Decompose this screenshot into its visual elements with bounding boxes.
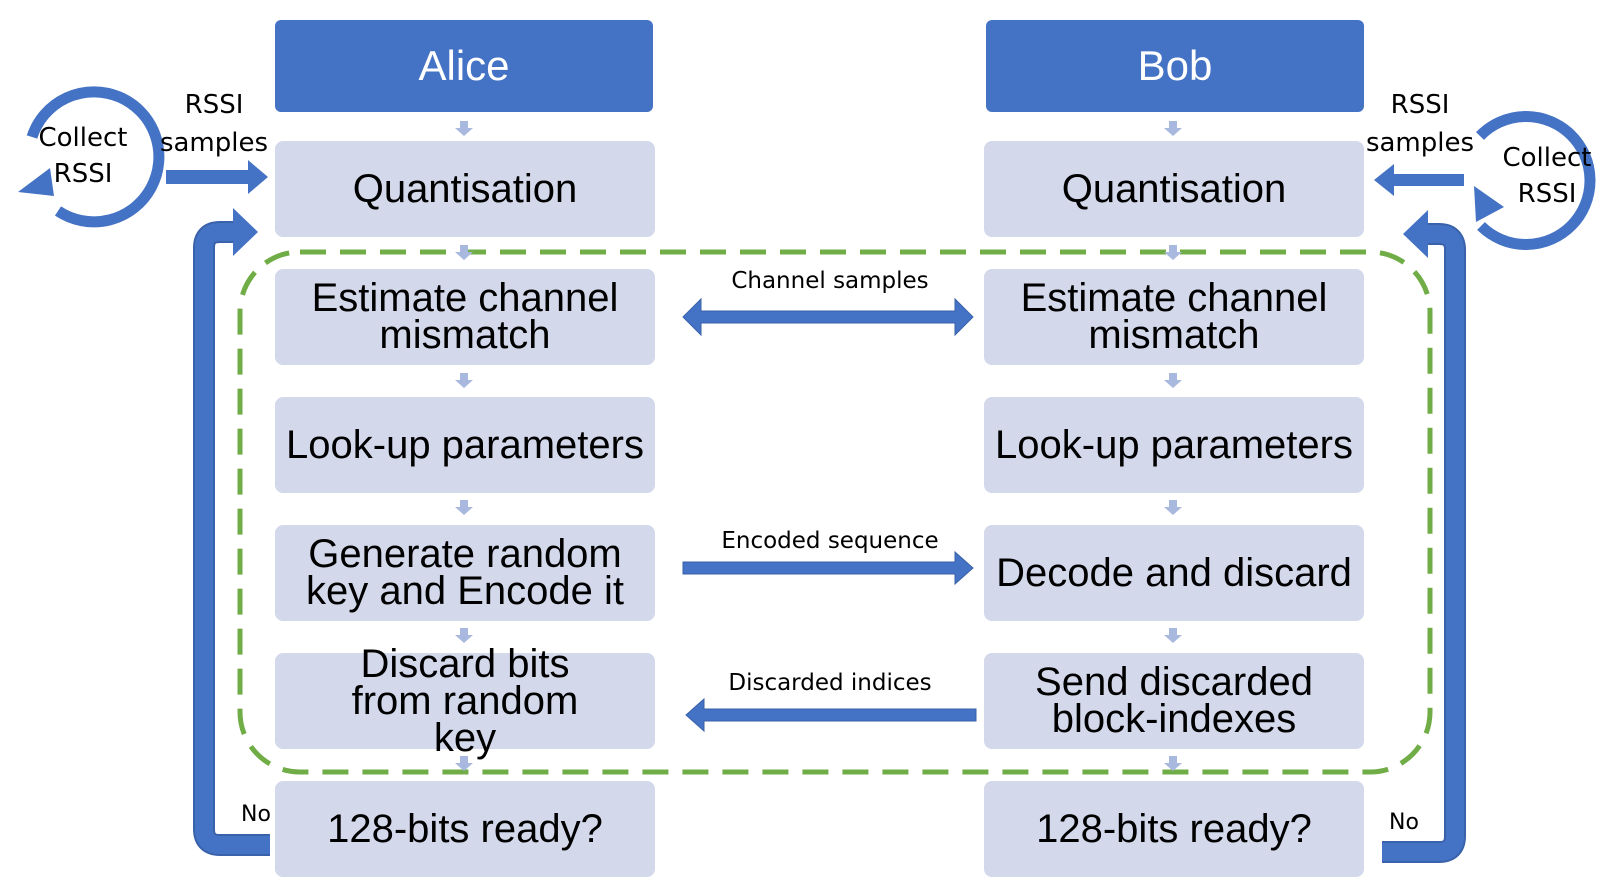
channel-samples-label: Channel samples (731, 268, 929, 294)
discarded-indices-arrow (685, 697, 977, 733)
bob-header: Bob (986, 20, 1364, 112)
alice-step-quantisation: Quantisation (275, 141, 655, 237)
encoded-sequence-label: Encoded sequence (721, 528, 939, 554)
alice-rssi-samples-label: RSSI samples (159, 90, 269, 158)
alice-rssi-arrow (166, 160, 268, 194)
bob-loop-arrow (1382, 210, 1466, 863)
bob-step-estimate-mismatch: Estimate channel mismatch (984, 269, 1364, 365)
bob-connectors (1164, 121, 1182, 771)
bob-rssi-samples-label: RSSI samples (1365, 90, 1475, 158)
alice-connectors (455, 121, 473, 771)
bob-step-decode-discard: Decode and discard (984, 525, 1364, 621)
bob-no-label: No (1389, 810, 1419, 835)
encoded-sequence-arrow (682, 550, 974, 586)
alice-step-discard-bits: Discard bits from random key (275, 644, 655, 758)
discarded-indices-label: Discarded indices (728, 670, 932, 696)
alice-loop-arrow (193, 208, 270, 856)
alice-no-label: No (241, 802, 271, 827)
bob-step-send-indexes: Send discarded block-indexes (984, 653, 1364, 749)
alice-step-128-ready: 128-bits ready? (275, 781, 655, 877)
alice-step-lookup: Look-up parameters (275, 397, 655, 493)
channel-samples-arrow (682, 297, 974, 337)
bob-collect-cycle-icon (1474, 111, 1596, 250)
alice-step-estimate-mismatch: Estimate channel mismatch (275, 269, 655, 365)
alice-collect-cycle-icon (18, 86, 165, 228)
alice-collect-label: Collect RSSI (38, 123, 128, 189)
alice-step-generate-encode: Generate random key and Encode it (275, 525, 655, 621)
bob-step-128-ready: 128-bits ready? (984, 781, 1364, 877)
bob-collect-label: Collect RSSI (1502, 143, 1592, 209)
bob-rssi-arrow (1374, 164, 1464, 196)
bob-step-quantisation: Quantisation (984, 141, 1364, 237)
alice-header: Alice (275, 20, 653, 112)
bob-step-lookup: Look-up parameters (984, 397, 1364, 493)
dashed-region (237, 249, 1433, 775)
